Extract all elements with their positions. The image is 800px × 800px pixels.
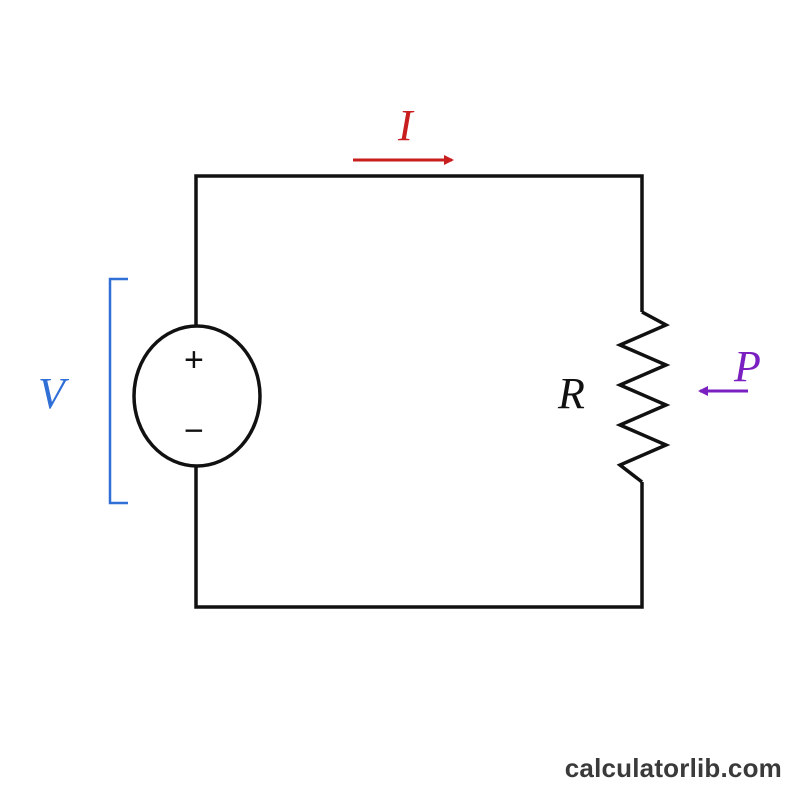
plus-sign: + <box>184 341 204 379</box>
voltage-source <box>132 324 262 468</box>
voltage-bracket <box>108 277 128 505</box>
resistor-zigzag <box>615 310 671 484</box>
resistance-label: R <box>558 369 585 418</box>
wire-bottom <box>194 462 644 609</box>
current-label: I <box>398 101 413 150</box>
site-watermark: calculatorlib.com <box>564 753 782 783</box>
power-label: P <box>734 342 761 391</box>
voltage-label: V <box>38 369 65 418</box>
wire-left-top <box>194 174 644 330</box>
minus-sign: − <box>184 412 204 450</box>
